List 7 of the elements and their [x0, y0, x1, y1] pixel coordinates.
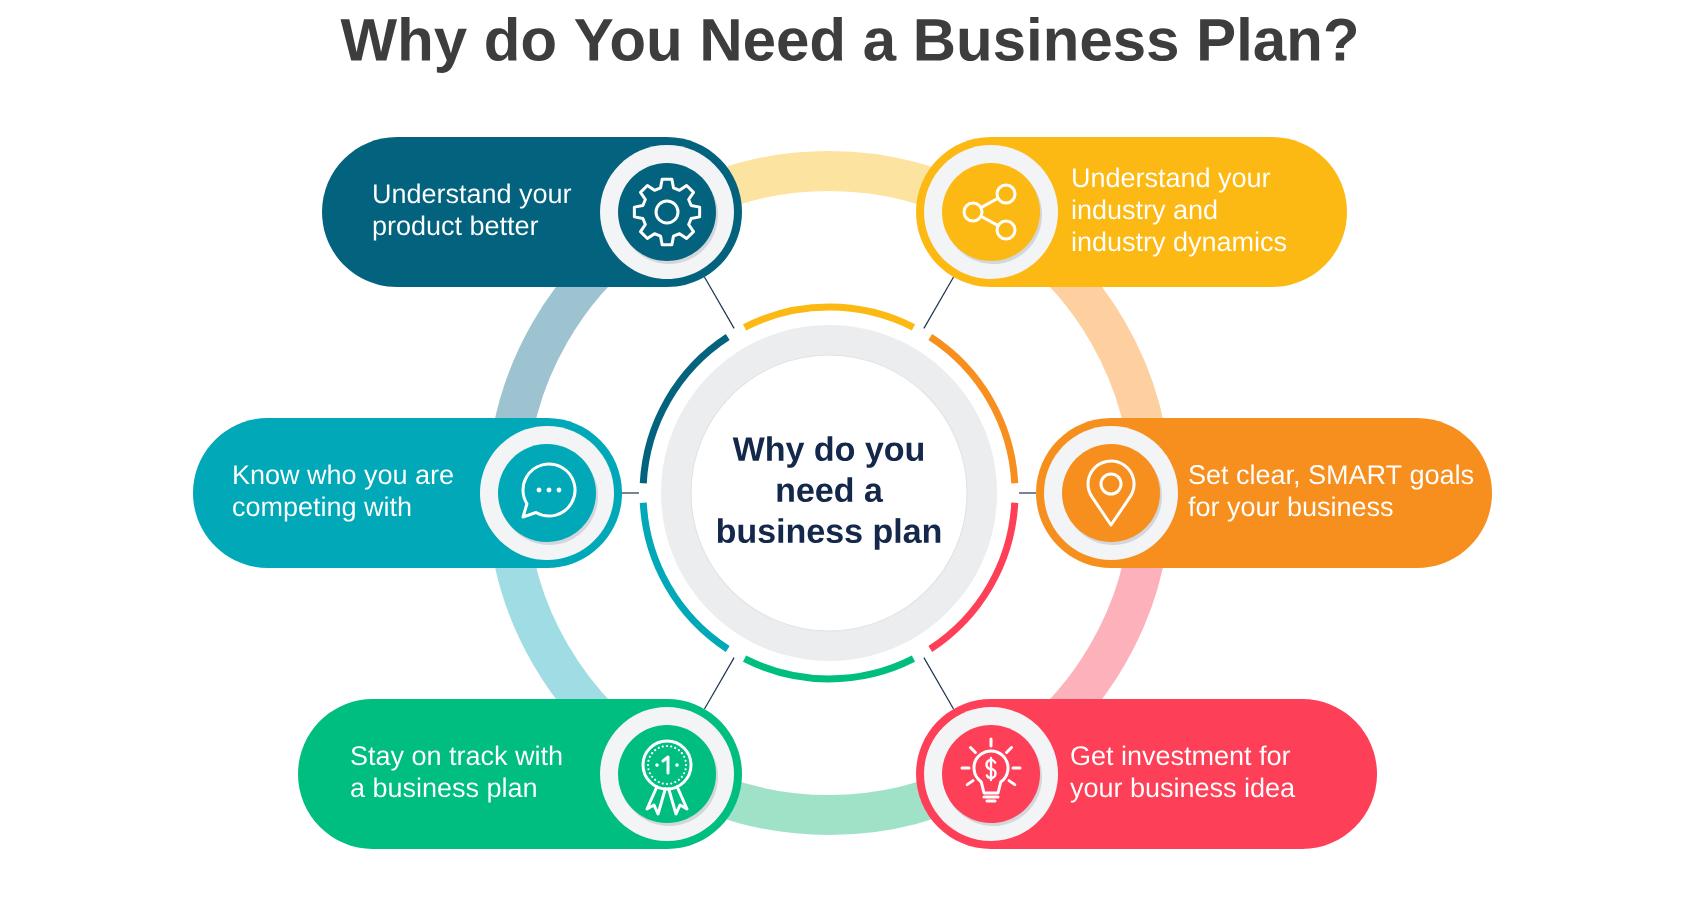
connector-line: [923, 657, 955, 710]
connector-line: [703, 657, 735, 710]
connector-line: [923, 276, 955, 329]
title: Why do You Need a Business Plan?: [340, 17, 1357, 73]
connector-line: [1018, 492, 1037, 494]
connector-line: [703, 276, 735, 329]
connector-line: [621, 492, 640, 494]
